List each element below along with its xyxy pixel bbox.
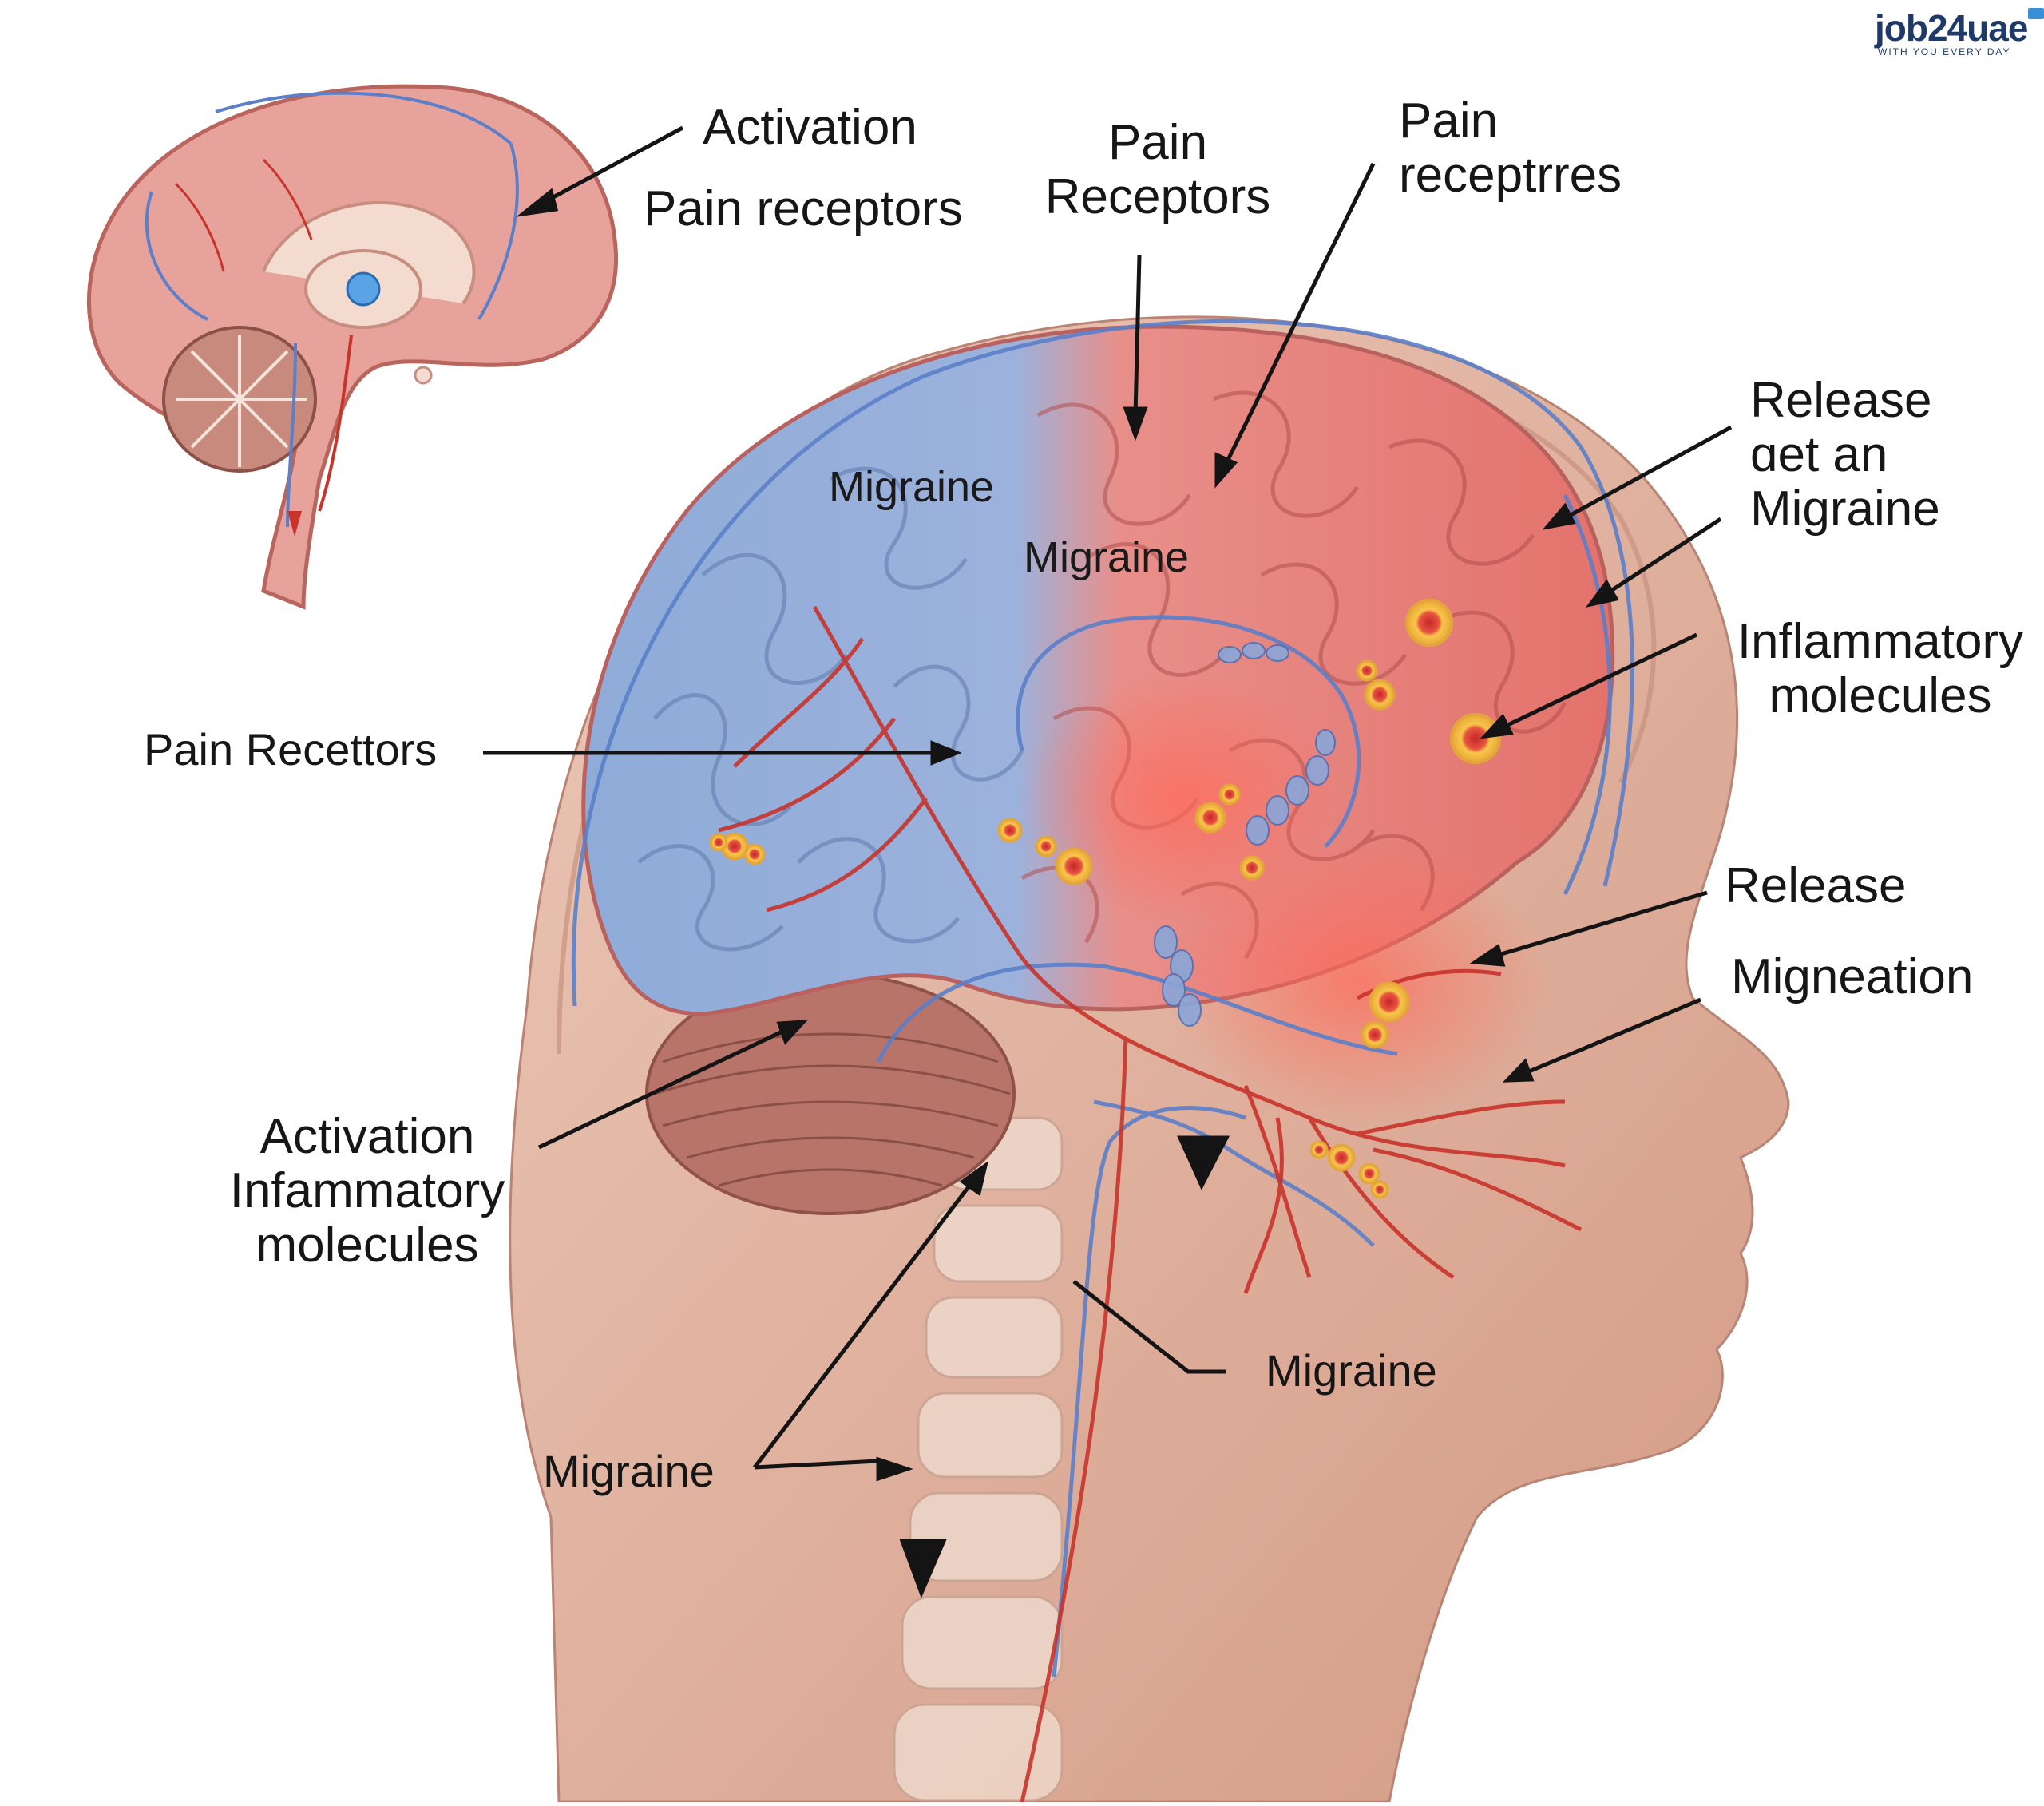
- label-activation-inflammatory: Activation Infammatory molecules: [192, 1110, 543, 1273]
- label-release-mid: Release: [1725, 858, 1907, 913]
- annotation-arrows: [483, 125, 1733, 1598]
- label-migneation: Migneation: [1731, 949, 1974, 1004]
- label-pain-recettors: Pain Recettors: [144, 724, 438, 774]
- label-line: Pain: [1107, 115, 1208, 170]
- label-line: receptrres: [1399, 148, 1622, 203]
- label-migraine-brain-2: Migraine: [1024, 533, 1190, 581]
- label-line: Activation: [259, 1109, 475, 1164]
- label-line: Inflammatory: [1737, 614, 2024, 669]
- brand-logo: job24uae WITH YOU EVERY DAY: [1868, 5, 2044, 61]
- red-nerves: [718, 605, 1583, 1803]
- label-line: Migraine: [1750, 481, 1940, 537]
- label-line: ɑet an: [1750, 427, 1888, 482]
- inflammatory-spots: [709, 599, 1501, 1199]
- label-pain-receptres: Pain receptrres: [1399, 94, 1622, 203]
- sagittal-brain-inset: [86, 84, 618, 610]
- brand-name: job24uae: [1875, 7, 2028, 49]
- vesicle-chain: [1154, 642, 1336, 1027]
- label-line: molecules: [1769, 668, 1992, 723]
- label-line: Pain: [1399, 93, 1499, 149]
- label-migraine-neck: Migraine: [1266, 1345, 1437, 1396]
- label-line: Release: [1750, 373, 1932, 428]
- brand-tagline: WITH YOU EVERY DAY: [1878, 46, 2011, 57]
- label-migraine-bottom-left: Migraine: [543, 1446, 715, 1496]
- label-migraine-brain-1: Migraine: [829, 463, 995, 511]
- label-inflammatory-molecules: Inflammatory molecules: [1717, 615, 2044, 723]
- label-release-get-migraine: Release ɑet an Migraine: [1750, 374, 1940, 537]
- label-pain-receptors-center: Pain Receptors: [1038, 116, 1278, 224]
- label-line: Receptors: [1044, 169, 1271, 224]
- label-activation-top: Activation: [703, 100, 917, 155]
- blue-nerves: [571, 319, 1634, 1677]
- brand-mark-icon: [2028, 8, 2044, 19]
- label-line: molecules: [256, 1218, 479, 1273]
- label-pain-receptors-top: Pain receptors: [644, 181, 963, 236]
- label-line: Infammatory: [229, 1163, 505, 1218]
- cervical-spine: [893, 1116, 1064, 1802]
